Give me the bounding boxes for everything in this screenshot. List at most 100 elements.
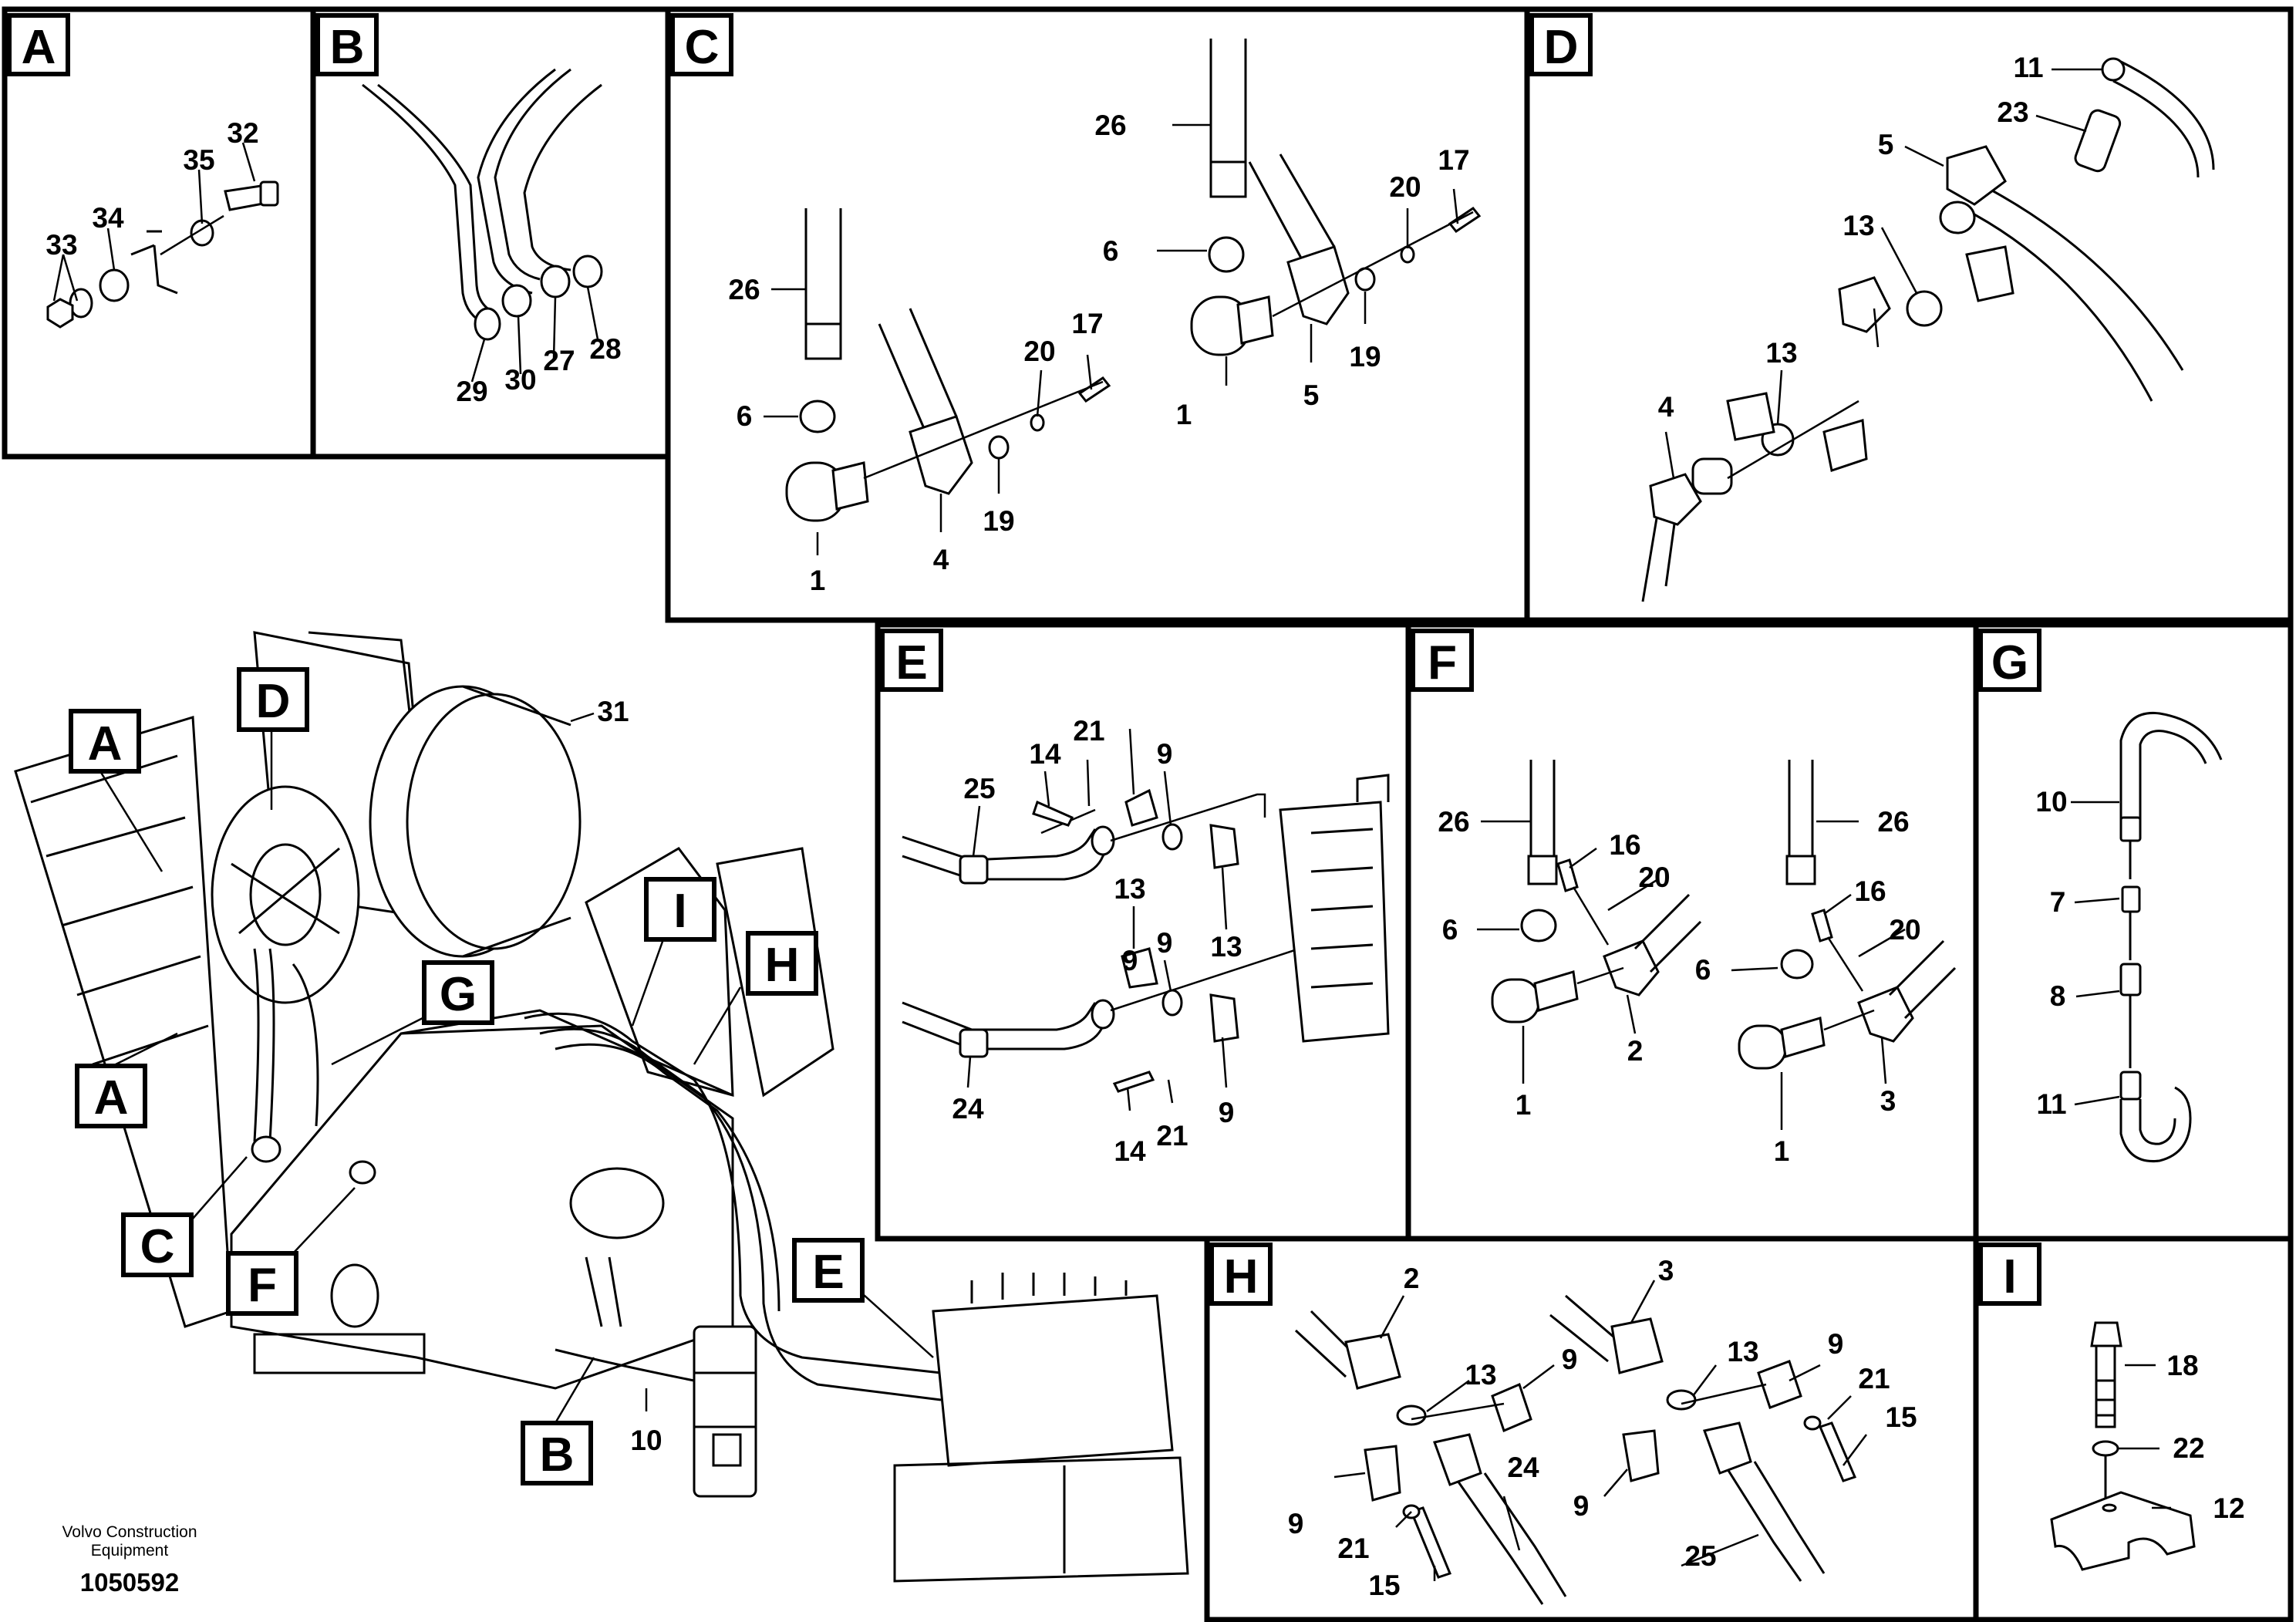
overview-tag-b: B bbox=[540, 1428, 575, 1482]
panel-e: E 25 14 21 9 13 9 13 9 24 14 bbox=[875, 622, 1411, 1242]
callout-label: 3 bbox=[1658, 1255, 1674, 1286]
callout-label: 21 bbox=[1073, 715, 1104, 747]
callout-label: 17 bbox=[1071, 308, 1103, 339]
panel-h-tag: H bbox=[1224, 1250, 1259, 1303]
callout-label: 23 bbox=[1997, 96, 2028, 128]
overview-tag-f: F bbox=[248, 1259, 277, 1312]
overview-tag-a-bottom: A bbox=[94, 1071, 129, 1125]
callout-label: 9 bbox=[1219, 1097, 1235, 1128]
callout-label: 21 bbox=[1337, 1533, 1369, 1564]
callout-label: 31 bbox=[597, 696, 629, 727]
panel-g-tag: G bbox=[1991, 636, 2028, 690]
callout-label: 9 bbox=[1288, 1508, 1304, 1539]
callout-label: 13 bbox=[1465, 1359, 1496, 1391]
callout-label: 13 bbox=[1727, 1336, 1758, 1367]
callout-label: 17 bbox=[1438, 144, 1469, 176]
callout-label: 13 bbox=[1210, 931, 1242, 963]
overview-tag-a-top: A bbox=[88, 717, 123, 771]
callout-label: 28 bbox=[589, 333, 621, 365]
callout-label: 25 bbox=[1684, 1540, 1716, 1572]
callout-label: 22 bbox=[2173, 1432, 2204, 1464]
callout-label: 15 bbox=[1885, 1401, 1917, 1433]
callout-label: 14 bbox=[1114, 1135, 1146, 1167]
callout-label: 20 bbox=[1023, 336, 1055, 367]
panel-h: H 2 13 9 9 21 15 24 3 13 9 21 bbox=[1204, 1236, 1979, 1622]
panel-c-tag: C bbox=[685, 21, 720, 74]
callout-label: 14 bbox=[1029, 738, 1061, 770]
callout-label: 1 bbox=[1515, 1089, 1532, 1121]
company-name-line2: Equipment bbox=[91, 1542, 169, 1560]
callout-label: 11 bbox=[2036, 1088, 2066, 1120]
panel-e-tag: E bbox=[895, 636, 927, 690]
callout-label: 8 bbox=[2050, 980, 2066, 1012]
callout-label: 19 bbox=[983, 505, 1014, 537]
overview-tag-d: D bbox=[256, 675, 291, 728]
callout-label: 4 bbox=[1658, 391, 1674, 423]
panel-c: C 26 6 1 4 19 20 17 26 6 bbox=[665, 6, 1530, 623]
callout-label: 25 bbox=[963, 773, 995, 804]
callout-label: 5 bbox=[1878, 129, 1894, 160]
callout-label: 18 bbox=[2166, 1350, 2198, 1381]
callout-label: 6 bbox=[1695, 954, 1711, 986]
panel-f-tag: F bbox=[1428, 636, 1457, 690]
overview-tag-h: H bbox=[765, 939, 800, 992]
callout-label: 26 bbox=[1094, 110, 1126, 141]
callout-label: 9 bbox=[1122, 945, 1138, 976]
callout-label: 2 bbox=[1627, 1035, 1644, 1067]
callout-label: 16 bbox=[1609, 829, 1640, 861]
callout-label: 16 bbox=[1854, 875, 1886, 907]
overview-tag-i: I bbox=[673, 885, 686, 938]
callout-label: 30 bbox=[504, 364, 536, 396]
callout-label: 19 bbox=[1349, 341, 1381, 373]
panel-a-tag: A bbox=[22, 21, 56, 74]
callout-label: 26 bbox=[728, 274, 760, 305]
overview-tag-e: E bbox=[812, 1246, 844, 1299]
callout-label: 26 bbox=[1877, 806, 1909, 838]
callout-label: 13 bbox=[1843, 210, 1874, 241]
callout-label: 12 bbox=[2213, 1492, 2244, 1524]
overview-tag-c: C bbox=[140, 1220, 175, 1273]
callout-label: 27 bbox=[543, 345, 575, 376]
machine-overview: 31 10 A D A G I H C F E B bbox=[14, 631, 1189, 1583]
callout-label: 34 bbox=[92, 202, 124, 234]
callout-label: 32 bbox=[227, 117, 258, 149]
callout-label: 13 bbox=[1114, 873, 1145, 905]
panel-b: B 29 30 27 28 bbox=[310, 6, 671, 460]
callout-label: 7 bbox=[2050, 886, 2066, 918]
callout-label: 10 bbox=[2035, 786, 2067, 818]
callout-label: 2 bbox=[1404, 1263, 1420, 1294]
callout-label: 29 bbox=[456, 376, 487, 407]
panel-g: G 10 7 8 11 bbox=[1973, 622, 2294, 1242]
panel-d-tag: D bbox=[1544, 21, 1579, 74]
company-name-line1: Volvo Construction bbox=[62, 1523, 197, 1541]
callout-label: 1 bbox=[1176, 399, 1192, 430]
callout-label: 10 bbox=[630, 1425, 662, 1456]
callout-label: 9 bbox=[1573, 1490, 1590, 1522]
callout-label: 20 bbox=[1389, 171, 1421, 203]
panel-f: F 26 16 20 6 1 2 26 16 20 6 1 3 bbox=[1405, 622, 1979, 1242]
callout-label: 6 bbox=[737, 400, 753, 432]
panel-b-tag: B bbox=[330, 21, 365, 74]
callout-label: 6 bbox=[1103, 235, 1119, 267]
callout-label: 33 bbox=[46, 229, 77, 261]
callout-label: 5 bbox=[1303, 379, 1320, 411]
callout-label: 9 bbox=[1157, 927, 1173, 959]
callout-label: 35 bbox=[183, 144, 214, 176]
callout-label: 1 bbox=[1774, 1135, 1790, 1167]
callout-label: 24 bbox=[952, 1093, 984, 1125]
panel-i-tag: I bbox=[2003, 1250, 2016, 1303]
callout-label: 6 bbox=[1442, 914, 1458, 946]
callout-label: 1 bbox=[810, 565, 826, 596]
callout-label: 15 bbox=[1368, 1570, 1400, 1601]
drawing-number: 1050592 bbox=[80, 1568, 179, 1597]
callout-label: 26 bbox=[1438, 806, 1469, 838]
callout-label: 21 bbox=[1858, 1363, 1890, 1394]
callout-label: 3 bbox=[1880, 1085, 1896, 1117]
callout-label: 20 bbox=[1638, 862, 1670, 893]
panel-i: I 18 22 12 bbox=[1973, 1236, 2294, 1622]
callout-label: 9 bbox=[1562, 1344, 1578, 1375]
callout-label: 9 bbox=[1828, 1328, 1844, 1360]
overview-tag-g: G bbox=[440, 968, 477, 1021]
callout-label: 21 bbox=[1156, 1120, 1188, 1152]
callout-label: 9 bbox=[1157, 738, 1173, 770]
